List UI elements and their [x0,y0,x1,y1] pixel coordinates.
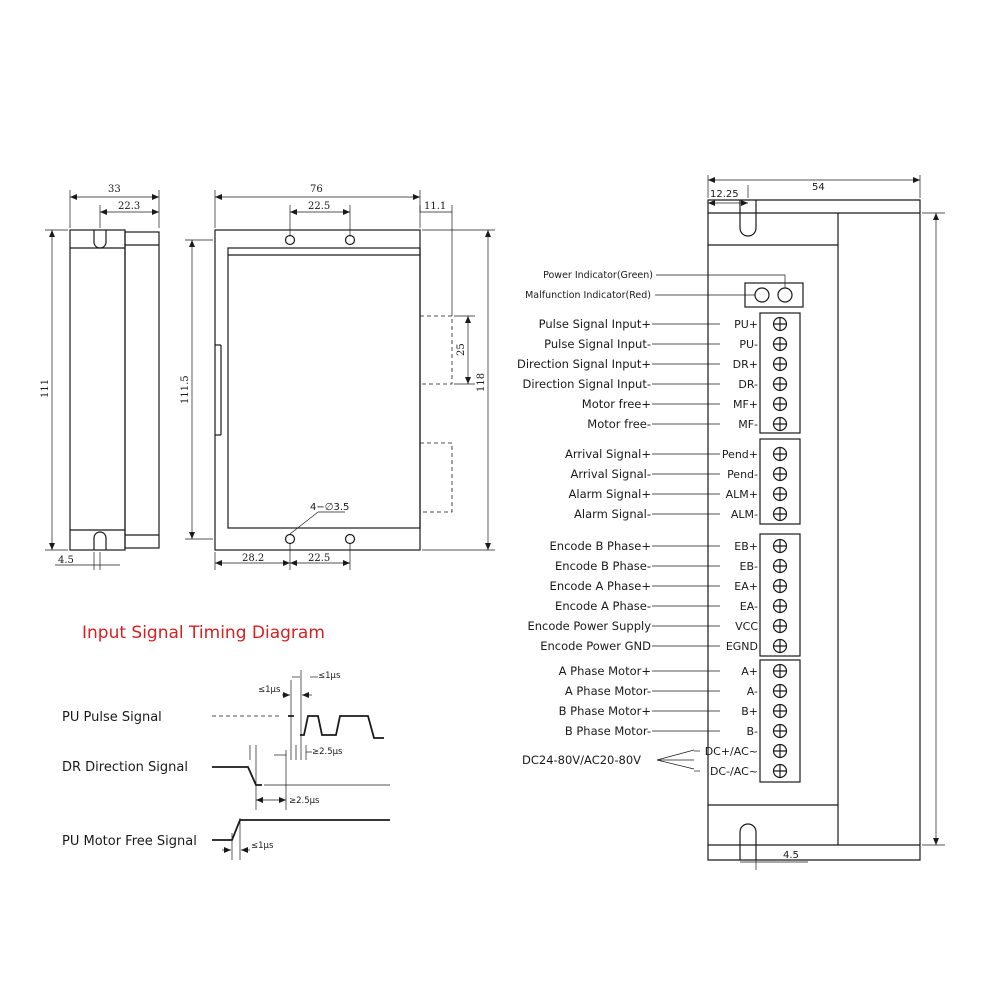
side-width-dim: 33 [108,184,121,195]
pin-terminal-label: DR+ [733,358,758,371]
indicator-label-malfunction: Malfunction Indicator(Red) [525,290,651,301]
timing-diagram: Input Signal Timing Diagram PU Pulse Sig… [62,623,390,860]
pin-signal-label: Encode A Phase+ [550,579,651,593]
pin-signal-label: Direction Signal Input+ [517,357,651,371]
side-hole-offset-dim: 22.3 [118,201,140,212]
pin-terminal-label: B+ [741,705,758,718]
power-input-label: DC24-80V/AC20-80V [522,753,641,767]
terminal-screw-cross [773,579,787,593]
terminal-screw-cross [773,559,787,573]
terminal-screw-cross [773,507,787,521]
terminal-screw-cross [773,539,787,553]
pin-signal-label: Pulse Signal Input- [544,337,651,351]
pin-terminal-label: PU- [739,338,758,351]
timing-annot-1: ≤1μs [258,685,281,695]
pin-terminal-label: MF+ [733,398,758,411]
front-view: 76 22.5 11.1 25 118 111.5 4−∅3.5 28.2 22… [180,184,495,570]
terminal-screw-cross [773,599,787,613]
pin-signal-label: Direction Signal Input- [522,377,651,391]
front-bottom-left-dim: 28.2 [242,553,264,564]
terminal-screw-cross [773,487,787,501]
terminal-rows: Pulse Signal Input+ PU+ Pulse Signal Input… [517,316,788,779]
terminal-screw-cross [773,764,787,778]
terminal-screw-cross [773,619,787,633]
pin-signal-label: Encode B Phase+ [550,539,651,553]
pin-terminal-label: EB+ [734,540,758,553]
pin-terminal-label: EA+ [734,580,758,593]
signal-label-pulse: PU Pulse Signal [62,710,162,725]
pin-signal-label: Encode Power Supply [527,619,651,633]
terminal-screw-cross [773,317,787,331]
pin-signal-label: B Phase Motor+ [559,704,651,718]
timing-title: Input Signal Timing Diagram [82,623,325,643]
wiring-bottom-dim: 4.5 [783,850,799,861]
pin-signal-label: Alarm Signal+ [569,487,651,501]
front-height-dim: 111.5 [180,375,191,404]
pin-terminal-label: EA- [740,600,758,613]
pin-terminal-label: DR- [738,378,758,391]
terminal-screw-cross [773,684,787,698]
terminal-screw-cross [773,639,787,653]
pin-terminal-label: DC-/AC~ [710,765,758,778]
pin-signal-label: Pulse Signal Input+ [539,317,651,331]
pin-signal-label: Encode Power GND [540,639,651,653]
pin-signal-label: B Phase Motor- [565,724,651,738]
pin-terminal-label: A- [747,685,758,698]
pin-signal-label: Encode A Phase- [555,599,651,613]
front-hole-spacing-dim: 22.5 [308,201,330,212]
signal-label-direction: DR Direction Signal [62,760,188,775]
terminal-screw-cross [773,337,787,351]
terminal-screw-cross [773,397,787,411]
wiring-top-offset-dim: 12.25 [710,189,739,200]
timing-annot-3: ≥2.5μs [312,747,343,757]
timing-annot-4: ≥2.5μs [289,796,320,806]
front-connector-dim: 25 [456,343,467,356]
pin-terminal-label: B- [746,725,758,738]
signal-label-motor-free: PU Motor Free Signal [62,834,197,849]
terminal-screw-cross [773,467,787,481]
pin-terminal-label: A+ [741,665,758,678]
side-bottom-dim: 4.5 [58,555,74,566]
wiring-view: 54 12.25 4.5 Power Indicator(Green) Malf… [517,175,945,870]
timing-annot-5: ≤1μs [251,841,274,851]
pin-terminal-label: PU+ [734,318,758,331]
pin-signal-label: Arrival Signal- [571,467,652,481]
side-height-dim: 111 [40,379,51,398]
pin-terminal-label: MF- [738,418,758,431]
pin-terminal-label: ALM+ [726,488,758,501]
terminal-screw-cross [773,704,787,718]
front-hole-spec: 4−∅3.5 [310,502,349,513]
front-right-offset-dim: 11.1 [424,201,446,212]
timing-annot-2: ≤1μs [318,671,341,681]
pin-signal-label: Alarm Signal- [574,507,651,521]
pin-signal-label: Motor free+ [582,397,651,411]
pin-terminal-label: DC+/AC~ [705,745,758,758]
wiring-width-dim: 54 [812,182,825,193]
pin-signal-label: A Phase Motor+ [559,664,651,678]
terminal-screw-cross [773,357,787,371]
pin-signal-label: Motor free- [587,417,651,431]
pin-signal-label: Arrival Signal+ [565,447,651,461]
indicator-label-power: Power Indicator(Green) [543,270,653,281]
terminal-screw-cross [773,447,787,461]
terminal-screw-cross [773,724,787,738]
pin-terminal-label: EB- [740,560,758,573]
pin-terminal-label: Pend+ [722,448,758,461]
terminal-screw-cross [773,664,787,678]
front-total-height-dim: 118 [476,373,487,392]
front-width-dim: 76 [310,184,323,195]
front-bottom-spacing-dim: 22.5 [308,553,330,564]
pin-terminal-label: VCC [735,620,758,633]
terminal-screw-cross [773,377,787,391]
pin-terminal-label: Pend- [727,468,758,481]
pin-terminal-label: ALM- [731,508,758,521]
terminal-screw-cross [773,417,787,431]
side-view: 33 22.3 111 4.5 [40,184,160,570]
pin-terminal-label: EGND [726,640,758,653]
pin-signal-label: A Phase Motor- [565,684,651,698]
terminal-screw-cross [773,744,787,758]
pin-signal-label: Encode B Phase- [555,559,651,573]
